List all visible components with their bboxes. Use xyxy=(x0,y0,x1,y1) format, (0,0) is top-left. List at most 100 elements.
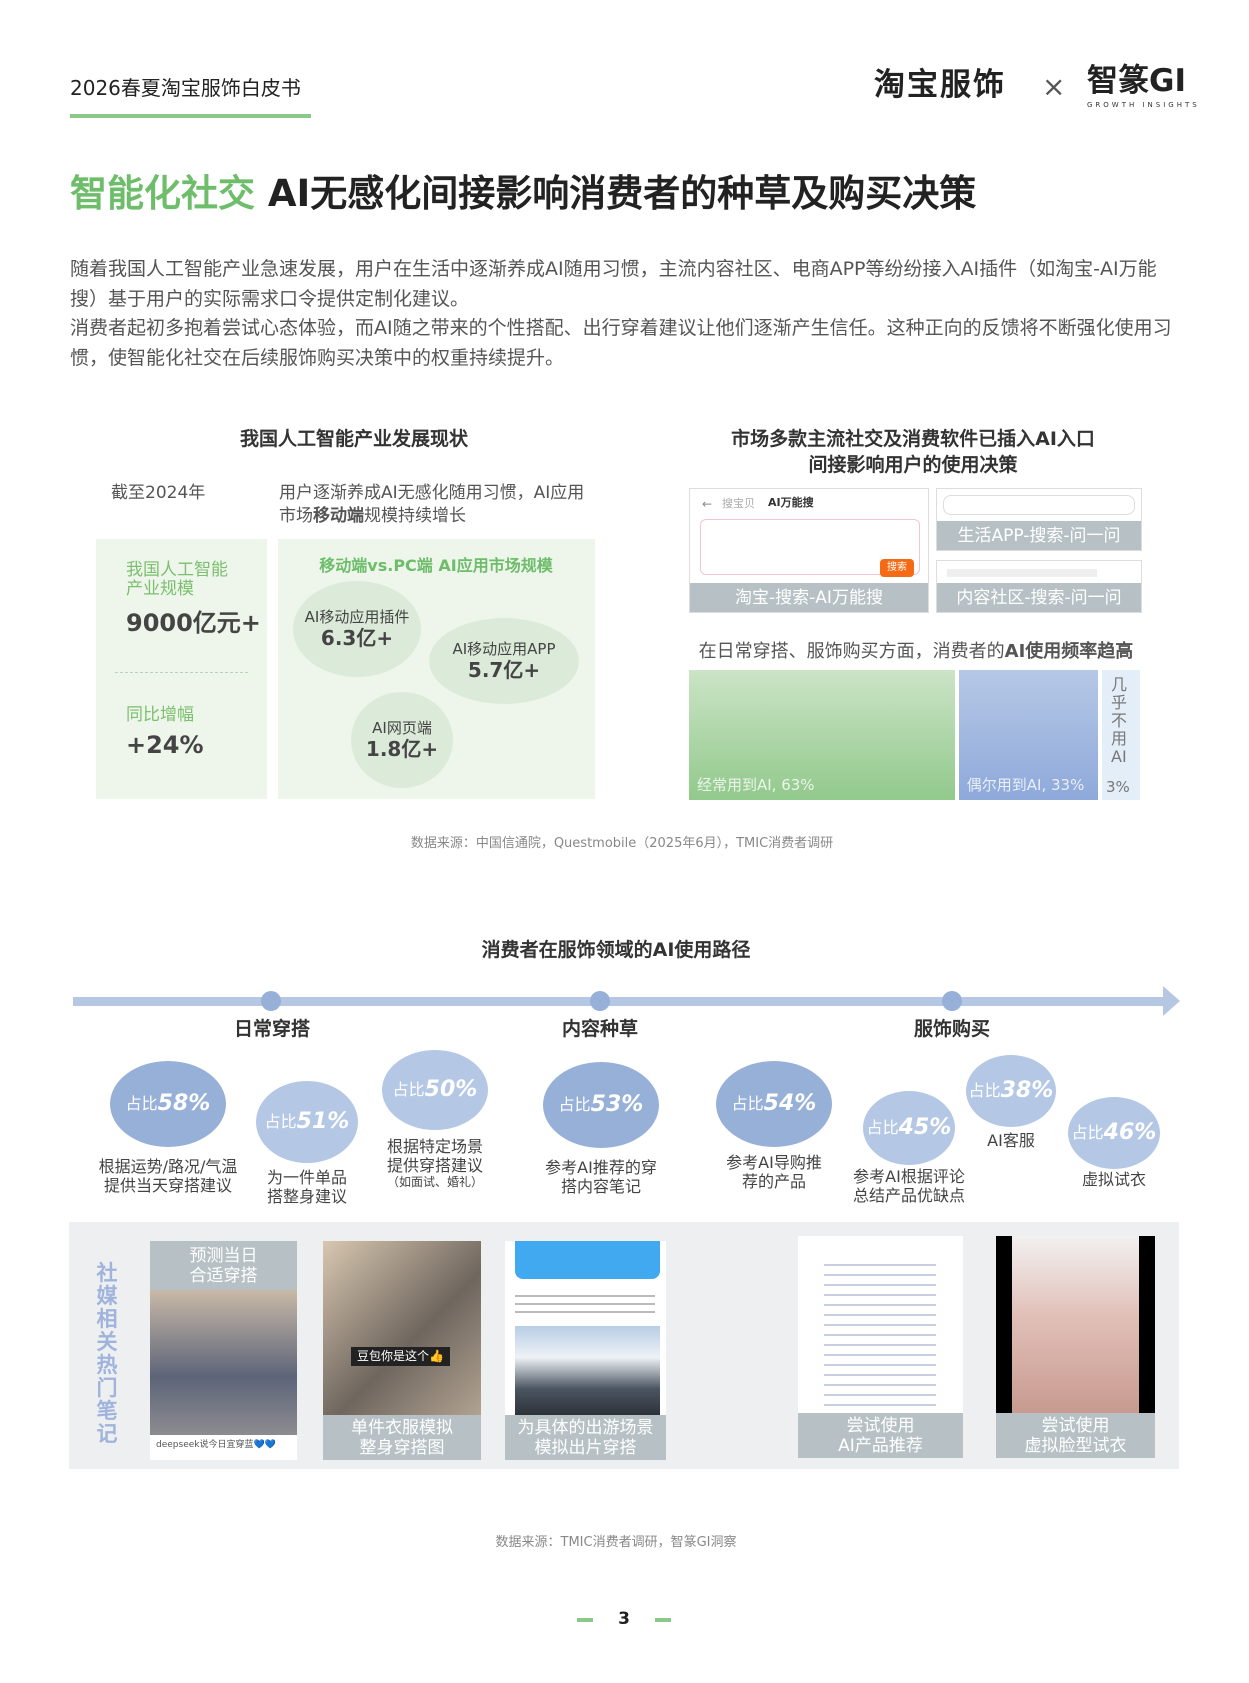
bubble-prefix: 占比 xyxy=(731,1094,764,1113)
bubble-pct: 51% xyxy=(296,1109,350,1134)
app-search-box xyxy=(943,495,1135,515)
bubble-prefix: 占比 xyxy=(264,1112,297,1131)
app-search-box xyxy=(947,569,1097,577)
label-line: 参考AI根据评论 xyxy=(853,1167,965,1186)
bubble-pct: 54% xyxy=(763,1091,817,1116)
card-label: 尝试使用虚拟脸型试衣 xyxy=(996,1413,1155,1458)
card-label: 为具体的出游场景模拟出片穿搭 xyxy=(505,1415,666,1460)
bubble-prefix: 占比 xyxy=(968,1081,1001,1100)
gallery-card-3[interactable]: 为具体的出游场景模拟出片穿搭 xyxy=(505,1241,666,1460)
card-label-line: 为具体的出游场景 xyxy=(517,1417,654,1438)
page-dash-right xyxy=(655,1618,671,1622)
source-note-2: 数据来源：TMIC消费者调研，智篆GI洞察 xyxy=(495,1535,737,1550)
card-label: 单件衣服模拟整身穿搭图 xyxy=(323,1415,481,1460)
bubble-pct: 53% xyxy=(590,1092,644,1117)
card-photo xyxy=(150,1290,297,1435)
stage-apparel-purchase: 服饰购买 xyxy=(913,1018,991,1040)
screenshot-label: 内容社区-搜索-问一问 xyxy=(937,583,1141,612)
label-line: 提供穿搭建议 xyxy=(386,1156,484,1175)
bubble-value: 5.7亿+ xyxy=(467,658,541,682)
bubble-pct: 58% xyxy=(157,1091,211,1116)
usage-title-bold: AI使用频率趋高 xyxy=(1004,641,1134,662)
page-title: 智能化社交 AI无感化间接影响消费者的种草及购买决策 xyxy=(70,172,976,216)
page-number: 3 xyxy=(618,1609,630,1629)
path-title: 消费者在服饰领域的AI使用路径 xyxy=(481,939,751,961)
usage-segment-label: 偶尔用到AI, 33% xyxy=(966,776,1085,794)
document-title: 2026春夏淘宝服饰白皮书 xyxy=(70,76,301,100)
app-search-box xyxy=(700,519,920,575)
usage-segment-pct: 3% xyxy=(1106,778,1130,796)
bubble-pct: 38% xyxy=(1000,1078,1054,1103)
title-rest: AI无感化间接影响消费者的种草及购买决策 xyxy=(255,172,977,215)
desc-post: 规模持续增长 xyxy=(364,506,466,526)
card-text-lines xyxy=(824,1256,936,1406)
label-line: 参考AI导购推 xyxy=(726,1153,822,1172)
card-label-line: 单件衣服模拟 xyxy=(351,1417,453,1438)
card-label-line: 尝试使用 xyxy=(846,1415,915,1436)
gallery-side-label: 社媒相关热门笔记 xyxy=(96,1261,118,1446)
card-overlay-text: 豆包你是这个👍 xyxy=(351,1347,450,1366)
left-panel-title: 我国人工智能产业发展现状 xyxy=(239,428,469,450)
title-underline xyxy=(70,114,311,118)
growth-label: 同比增幅 xyxy=(126,705,194,725)
screenshot-label: 生活APP-搜索-问一问 xyxy=(937,521,1141,550)
gallery-card-2[interactable]: 豆包你是这个👍 单件衣服模拟整身穿搭图 xyxy=(323,1241,481,1460)
label-line: AI客服 xyxy=(987,1131,1035,1150)
label-line: 为一件单品 xyxy=(266,1168,348,1187)
card-label-line: AI产品推荐 xyxy=(838,1435,923,1456)
gallery-card-5[interactable]: 尝试使用虚拟脸型试衣 xyxy=(996,1236,1155,1458)
stage-daily-outfit: 日常穿搭 xyxy=(233,1018,311,1040)
path-dot xyxy=(261,991,281,1011)
left-panel-desc: 用户逐渐养成AI无感化随用习惯，AI应用市场移动端规模持续增长 xyxy=(279,482,599,528)
desc-bold: 移动端 xyxy=(313,506,364,526)
usage-segment: 经常用到AI, 63% xyxy=(689,670,955,800)
card-label-line: 模拟出片穿搭 xyxy=(534,1437,637,1458)
usage-title: 在日常穿搭、服饰购买方面，消费者的AI使用频率趋高 xyxy=(699,641,1134,663)
card-label-line: 虚拟脸型试衣 xyxy=(1024,1435,1127,1456)
path-item-label: AI客服 xyxy=(987,1131,1035,1150)
stage-content-seeding: 内容种草 xyxy=(561,1018,639,1040)
card-label-line: 预测当日 xyxy=(189,1245,258,1266)
card-photo xyxy=(515,1326,660,1416)
zhizhuan-logo-sub: GROWTH INSIGHTS xyxy=(1087,101,1200,109)
logo-separator: × xyxy=(1042,70,1066,103)
path-item-label: 虚拟试衣 xyxy=(1082,1170,1146,1189)
bubble-label: AI移动应用插件 xyxy=(304,608,410,626)
card-caption: deepseek说今日宜穿蓝💙💙 xyxy=(156,1440,276,1450)
scale-box xyxy=(96,539,267,799)
bubble-pct: 50% xyxy=(424,1077,478,1102)
label-line: 搭内容笔记 xyxy=(560,1177,642,1196)
back-arrow-icon: ← xyxy=(702,497,713,511)
card-chat-bubble xyxy=(515,1241,660,1279)
intro-paragraph: 随着我国人工智能产业急速发展，用户在生活中逐渐养成AI随用习惯，主流内容社区、电… xyxy=(70,255,1182,373)
label-line: 根据特定场景 xyxy=(386,1137,484,1156)
bubble-prefix: 占比 xyxy=(125,1094,158,1113)
gallery-card-1[interactable]: 预测当日合适穿搭 deepseek说今日宜穿蓝💙💙 xyxy=(150,1241,297,1460)
card-photo xyxy=(1012,1236,1139,1413)
label-line: 根据运势/路况/气温 xyxy=(98,1157,238,1176)
page-dash-left xyxy=(577,1618,593,1622)
path-item-label: 根据特定场景提供穿搭建议（如面试、婚礼） xyxy=(387,1137,483,1190)
app-search-button: 搜索 xyxy=(880,559,914,577)
card-label-line: 整身穿搭图 xyxy=(359,1437,445,1458)
bubble-pct: 45% xyxy=(898,1115,952,1140)
path-item-label: 根据运势/路况/气温提供当天穿搭建议 xyxy=(99,1157,238,1195)
desc-pre: 用户逐渐养成AI无感化随用习惯，AI应用市场 xyxy=(279,483,585,526)
zhizhuan-logo: 智篆GI xyxy=(1087,63,1186,99)
right-panel-title-2: 间接影响用户的使用决策 xyxy=(808,454,1018,476)
card-label: 预测当日合适穿搭 xyxy=(150,1241,297,1290)
divider xyxy=(115,672,248,673)
label-line: 虚拟试衣 xyxy=(1081,1170,1147,1189)
bubble-label: AI网页端 xyxy=(372,719,432,737)
right-panel-title-1: 市场多款主流社交及消费软件已插入AI入口 xyxy=(731,428,1095,450)
path-item-label: 参考AI导购推荐的产品 xyxy=(726,1153,822,1191)
title-highlight: 智能化社交 xyxy=(70,172,255,215)
path-item-label: 参考AI推荐的穿搭内容笔记 xyxy=(545,1158,657,1196)
source-note-1: 数据来源：中国信通院，Questmobile（2025年6月），TMIC消费者调… xyxy=(410,836,834,851)
